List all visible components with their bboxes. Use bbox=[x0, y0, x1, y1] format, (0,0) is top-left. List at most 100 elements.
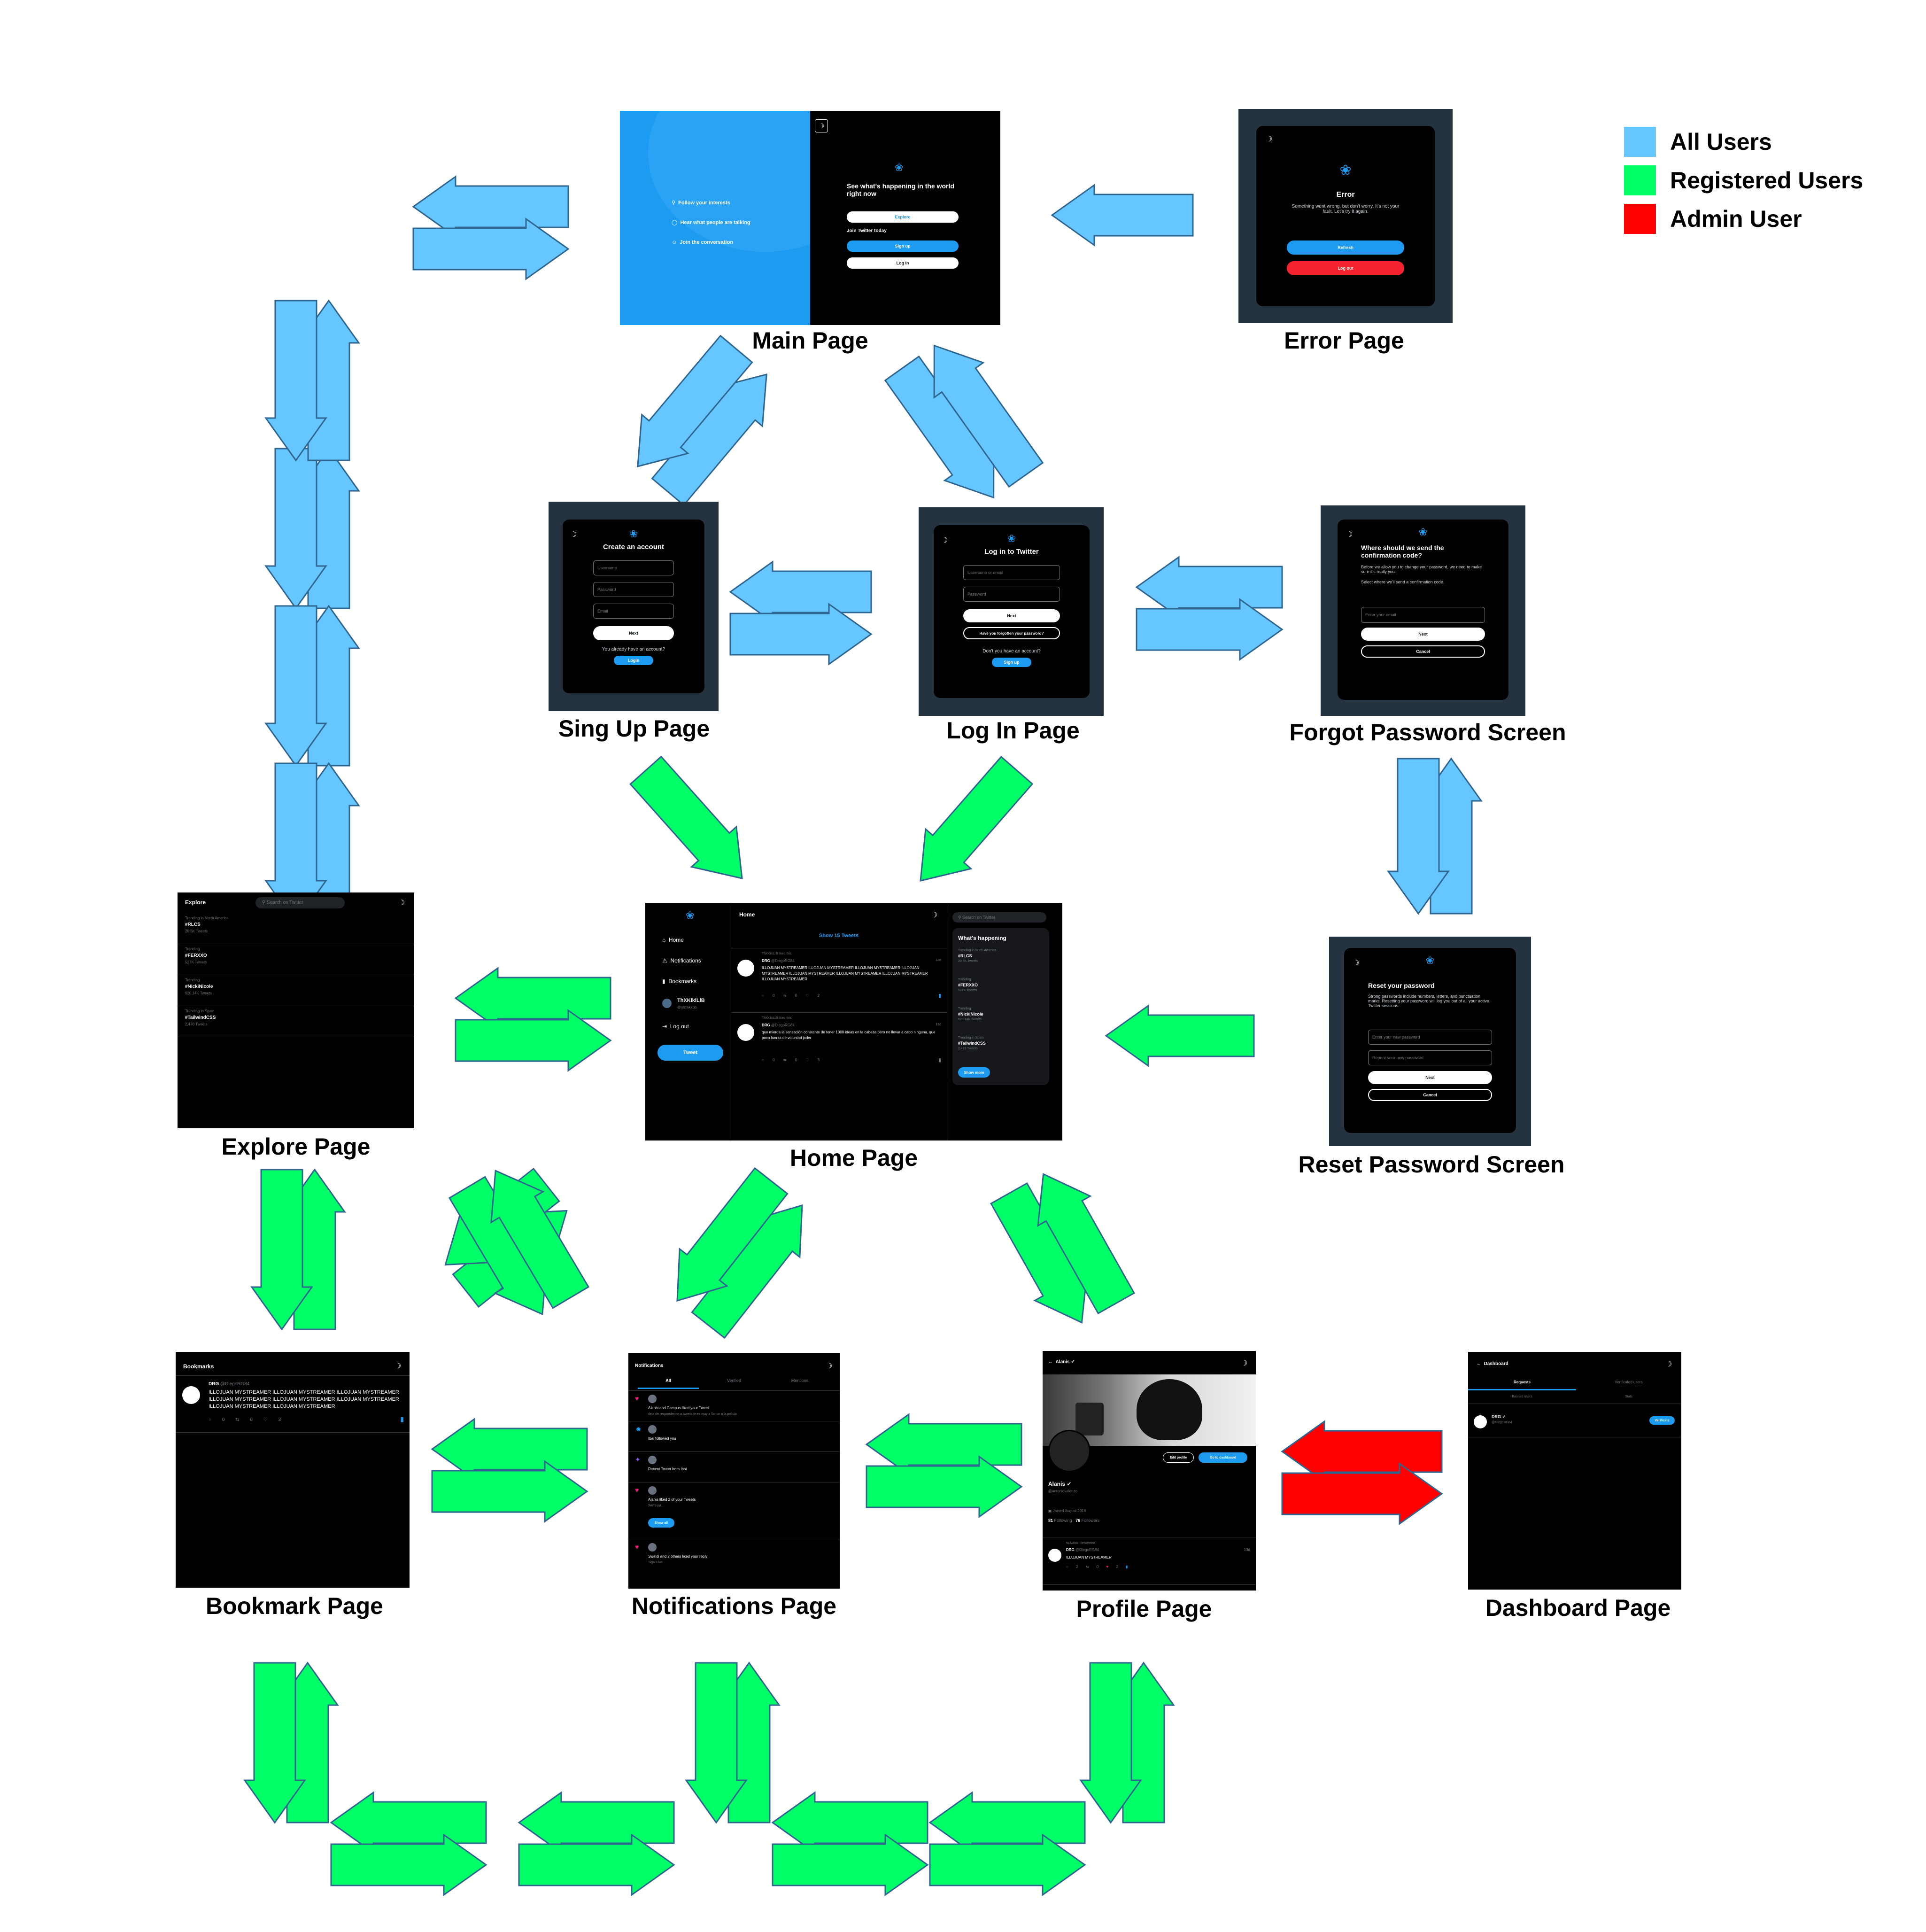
reply-icon[interactable]: ○ bbox=[762, 1058, 764, 1062]
logout-button[interactable]: Log out bbox=[1287, 261, 1404, 275]
nav-notifications[interactable]: ⚠ Notifications bbox=[662, 957, 701, 964]
tweet-row[interactable]: ⇆ Alanis Retweeted DRG @DiegoRG84 13d IL… bbox=[1043, 1537, 1256, 1585]
password-input[interactable]: Password bbox=[963, 587, 1060, 602]
home-profile-link-arrow-b bbox=[1037, 1173, 1135, 1315]
tab-all[interactable]: All bbox=[638, 1378, 699, 1389]
theme-toggle-icon[interactable]: ☽ bbox=[1241, 1359, 1248, 1367]
refresh-button[interactable]: Refresh bbox=[1287, 241, 1404, 255]
signup-button[interactable]: Sign up bbox=[847, 241, 959, 252]
cancel-button[interactable]: Cancel bbox=[1361, 645, 1485, 658]
new-password-input[interactable]: Enter your new password bbox=[1368, 1030, 1492, 1045]
bookmark-icon[interactable]: ▮ bbox=[400, 1415, 404, 1423]
retweet-icon[interactable]: ⇆ bbox=[783, 1058, 787, 1062]
search-input[interactable]: ⚲ Search on Twitter bbox=[255, 897, 345, 908]
twitter-bird-icon[interactable]: ❀ bbox=[686, 909, 695, 921]
theme-toggle-icon[interactable]: ☽ bbox=[826, 1362, 833, 1370]
tweet-row[interactable]: DRG @DiegoRG84 ILLOJUAN MYSTREAMER ILLOJ… bbox=[176, 1375, 410, 1433]
have-account-text: You already have an account? bbox=[602, 647, 665, 652]
nav-bookmarks[interactable]: ▮ Bookmarks bbox=[662, 978, 697, 985]
signup-button[interactable]: Sign up bbox=[992, 658, 1031, 667]
email-input[interactable]: Email bbox=[593, 604, 674, 619]
next-button[interactable]: Next bbox=[593, 626, 674, 640]
notification-subtext: Siga a las bbox=[648, 1561, 663, 1564]
theme-toggle-icon[interactable]: ☽ bbox=[815, 119, 828, 132]
retweet-icon[interactable]: ⇆ bbox=[235, 1417, 240, 1422]
theme-toggle-icon[interactable]: ☽ bbox=[1346, 531, 1353, 539]
cancel-button[interactable]: Cancel bbox=[1368, 1089, 1492, 1101]
show-tweets-link[interactable]: Show 15 Tweets bbox=[819, 933, 859, 939]
left-column-link-2-arrow-down bbox=[264, 300, 327, 462]
like-icon[interactable]: ♡ bbox=[805, 1058, 809, 1062]
caption-main-page: Main Page bbox=[752, 327, 868, 354]
reply-icon[interactable]: ○ bbox=[209, 1417, 212, 1422]
profile-page-screenshot: ← Alanis ✔ ☽ Edit profile Go to dashboar… bbox=[1043, 1351, 1256, 1591]
notification-item[interactable]: ☻Ibai followed you bbox=[628, 1421, 840, 1451]
username-input[interactable]: Username or email bbox=[963, 565, 1060, 580]
tweet-button[interactable]: Tweet bbox=[657, 1045, 723, 1061]
forgot-password-button[interactable]: Have you forgotten your password? bbox=[963, 627, 1060, 639]
tweet-author-handle: @DiegoRG84 bbox=[771, 1023, 795, 1027]
login-button[interactable]: Log in bbox=[847, 257, 959, 269]
bookmark-icon[interactable]: ▮ bbox=[938, 993, 941, 999]
verificate-button[interactable]: Verificate bbox=[1649, 1416, 1675, 1425]
nav-home[interactable]: ⌂ Home bbox=[662, 937, 684, 943]
theme-toggle-icon[interactable]: ☽ bbox=[394, 1362, 402, 1370]
like-icon[interactable]: ♡ bbox=[263, 1417, 268, 1422]
tab-requests[interactable]: Requests bbox=[1468, 1380, 1576, 1390]
caption-explore-page: Explore Page bbox=[221, 1133, 371, 1160]
tab-banned-users[interactable]: Banned users bbox=[1512, 1395, 1532, 1398]
theme-toggle-icon[interactable]: ☽ bbox=[1353, 959, 1360, 967]
theme-toggle-icon[interactable]: ☽ bbox=[1266, 135, 1273, 143]
reply-icon[interactable]: ○ bbox=[1066, 1565, 1068, 1569]
theme-toggle-icon[interactable]: ☽ bbox=[941, 536, 948, 544]
password-input[interactable]: Password bbox=[593, 582, 674, 597]
reply-icon[interactable]: ○ bbox=[762, 993, 764, 998]
edit-profile-button[interactable]: Edit profile bbox=[1163, 1452, 1194, 1463]
next-button[interactable]: Next bbox=[963, 609, 1060, 622]
go-to-dashboard-button[interactable]: Go to dashboard bbox=[1199, 1452, 1247, 1463]
notification-item[interactable]: ✦Recent Tweet from Ibai bbox=[628, 1451, 840, 1482]
legend-label: Registered Users bbox=[1670, 167, 1864, 194]
show-all-button[interactable]: Show all bbox=[648, 1518, 674, 1528]
tab-verificated-users[interactable]: Verificated users bbox=[1615, 1380, 1643, 1384]
retweet-icon[interactable]: ⇆ bbox=[1085, 1565, 1089, 1569]
nav-logout[interactable]: ⇥ Log out bbox=[662, 1023, 689, 1030]
explore-button[interactable]: Explore bbox=[847, 211, 959, 223]
like-icon[interactable]: ♥ bbox=[1106, 1565, 1109, 1569]
bookmark-icon[interactable]: ▮ bbox=[938, 1057, 941, 1063]
tab-stats[interactable]: Stats bbox=[1625, 1395, 1632, 1398]
next-button[interactable]: Next bbox=[1361, 628, 1485, 641]
like-icon[interactable]: ♡ bbox=[805, 993, 809, 998]
theme-toggle-icon[interactable]: ☽ bbox=[570, 531, 577, 539]
theme-toggle-icon[interactable]: ☽ bbox=[1665, 1360, 1672, 1368]
email-input[interactable]: Enter your email bbox=[1361, 607, 1485, 623]
search-input[interactable]: ⚲ Search on Twitter bbox=[952, 912, 1046, 923]
show-more-button[interactable]: Show more bbox=[958, 1067, 990, 1078]
username-input[interactable]: Username bbox=[593, 560, 674, 575]
trend-context: Trending bbox=[185, 978, 200, 982]
login-button[interactable]: Login bbox=[614, 656, 653, 665]
retweet-icon[interactable]: ⇆ bbox=[783, 993, 787, 998]
theme-toggle-icon[interactable]: ☽ bbox=[398, 899, 405, 907]
bookmark-icon[interactable]: ▮ bbox=[1126, 1565, 1128, 1569]
tab-verified[interactable]: Verified bbox=[727, 1378, 742, 1383]
repeat-password-input[interactable]: Repeat your new password bbox=[1368, 1050, 1492, 1065]
tab-mentions[interactable]: Mentions bbox=[791, 1378, 809, 1383]
next-button[interactable]: Next bbox=[1368, 1071, 1492, 1084]
explore-home-link-arrow-right bbox=[455, 1009, 612, 1072]
theme-toggle-icon[interactable]: ☽ bbox=[931, 911, 938, 919]
user-name: ThXKikiLiB bbox=[677, 998, 705, 1003]
